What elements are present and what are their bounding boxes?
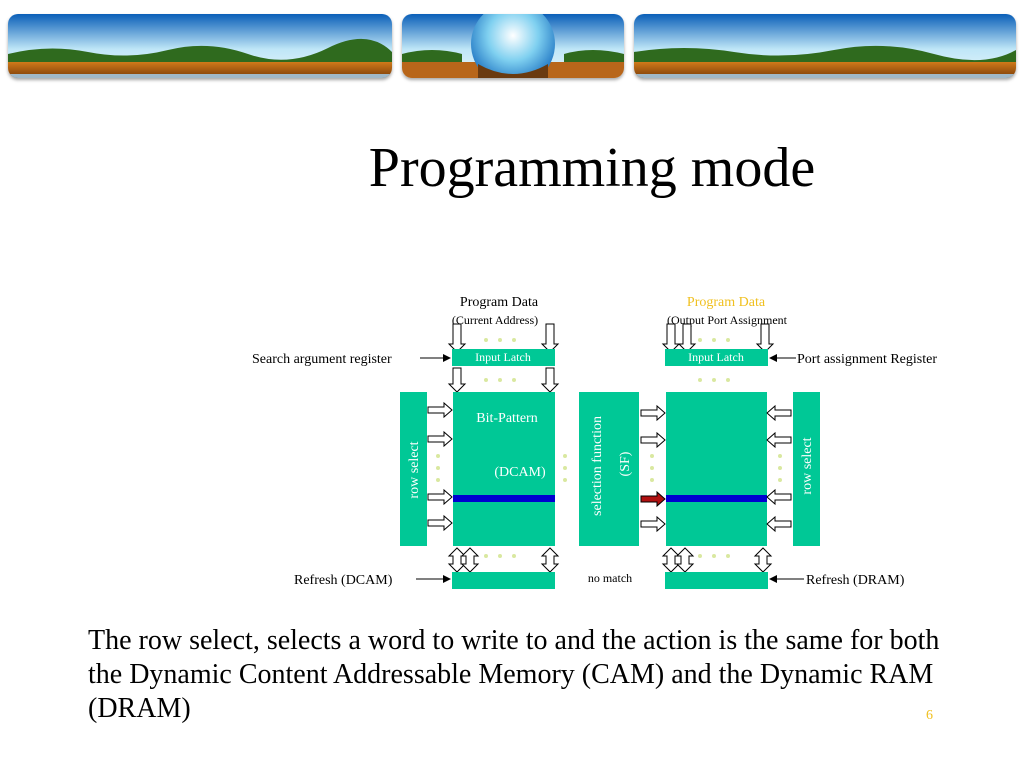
dcam-array xyxy=(453,392,555,546)
dram-selected-word-line xyxy=(666,495,767,502)
page-title: Programming mode xyxy=(368,137,816,199)
row-select-left-arrows xyxy=(427,401,453,532)
row-select-left xyxy=(400,392,427,546)
dcam-selected-word-line xyxy=(453,495,555,502)
match-arrow xyxy=(640,490,666,508)
header-banner-left xyxy=(8,14,392,78)
selection-function-label: selection function xyxy=(590,416,605,516)
sf-label: (SF) xyxy=(618,451,633,476)
dcam-label: (DCAM) xyxy=(494,465,546,480)
input-latch-left-label: Input Latch xyxy=(475,350,531,364)
row-select-left-label: row select xyxy=(407,441,422,498)
current-address-label: (Current Address) xyxy=(452,313,538,327)
refresh-dram-label: Refresh (DRAM) xyxy=(806,573,905,588)
caption-text: The row select, selects a word to write … xyxy=(88,625,940,724)
refresh-dcam-label: Refresh (DCAM) xyxy=(294,573,393,588)
input-arrows-right xyxy=(661,323,775,353)
sf-to-dram-arrows xyxy=(640,404,666,533)
port-assignment-register-label: Port assignment Register xyxy=(797,352,937,367)
globe-image xyxy=(402,14,624,78)
row-select-right-arrows xyxy=(766,404,792,533)
latch-to-array-arrows xyxy=(447,367,560,393)
ellipsis-dots xyxy=(436,338,782,558)
row-select-right xyxy=(793,392,820,546)
header-banner-center xyxy=(402,14,624,78)
program-data-right-label: Program Data xyxy=(687,295,766,310)
landscape-image xyxy=(634,14,1016,78)
search-argument-register-label: Search argument register xyxy=(252,352,392,367)
refresh-arrows xyxy=(447,547,773,573)
input-arrows-left xyxy=(447,323,560,353)
output-port-assignment-label: (Output Port Assignment xyxy=(667,313,788,327)
row-select-right-label: row select xyxy=(800,437,815,494)
dcam-dram-diagram: Program Data (Current Address) Program D… xyxy=(252,295,937,589)
dram-array xyxy=(666,392,767,546)
refresh-bar-dcam xyxy=(452,572,555,589)
program-data-label: Program Data xyxy=(460,295,539,310)
input-latch-right xyxy=(665,349,768,366)
input-latch-right-label: Input Latch xyxy=(688,350,744,364)
input-latch-left xyxy=(452,349,555,366)
no-match-label: no match xyxy=(588,571,632,585)
landscape-image xyxy=(8,14,392,78)
header-banner-right xyxy=(634,14,1016,78)
refresh-bar-dram xyxy=(665,572,768,589)
selection-function-block xyxy=(579,392,639,546)
bit-pattern-label: Bit-Pattern xyxy=(476,411,537,426)
page-number: 6 xyxy=(926,708,933,723)
